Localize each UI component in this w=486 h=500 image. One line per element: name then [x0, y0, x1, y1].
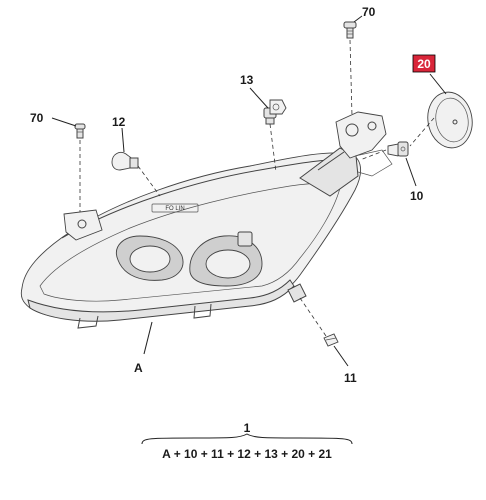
callout-20-highlight: 20 [412, 54, 436, 73]
bulb-10 [387, 141, 409, 157]
assembly-brace [141, 433, 353, 445]
bulb-11 [323, 333, 339, 347]
cover-cap-20 [427, 91, 473, 149]
svg-text:10: 10 [410, 189, 424, 203]
assembly-formula: 1 A + 10 + 11 + 12 + 13 + 20 + 21 [141, 421, 353, 461]
assembly-lines [79, 39, 435, 337]
callout-10: 10 [410, 189, 424, 203]
callout-11: 11 [344, 371, 357, 385]
headlamp-brand-mark: FO LIN [165, 206, 184, 212]
svg-text:13: 13 [240, 73, 254, 87]
callout-A: A [134, 361, 143, 375]
callout-12: 12 [112, 115, 126, 129]
screw-left [74, 123, 86, 139]
svg-text:70: 70 [30, 111, 44, 125]
svg-text:A: A [134, 361, 143, 375]
leader-lines [51, 15, 447, 367]
headlamp-housing: FO LIN [20, 111, 393, 329]
bulb-12 [111, 151, 139, 171]
svg-text:11: 11 [344, 371, 357, 385]
assembly-number: 1 [244, 421, 251, 435]
callout-70-left: 70 [30, 111, 44, 125]
screw-top [343, 21, 357, 39]
callout-20-badge [412, 54, 436, 73]
bulb-holder-13 [263, 99, 287, 125]
callout-70-top: 70 [362, 5, 376, 19]
callout-13: 13 [240, 73, 254, 87]
svg-text:12: 12 [112, 115, 126, 129]
svg-text:70: 70 [362, 5, 376, 19]
assembly-formula-text: A + 10 + 11 + 12 + 13 + 20 + 21 [162, 447, 332, 461]
svg-text:20: 20 [417, 57, 431, 71]
